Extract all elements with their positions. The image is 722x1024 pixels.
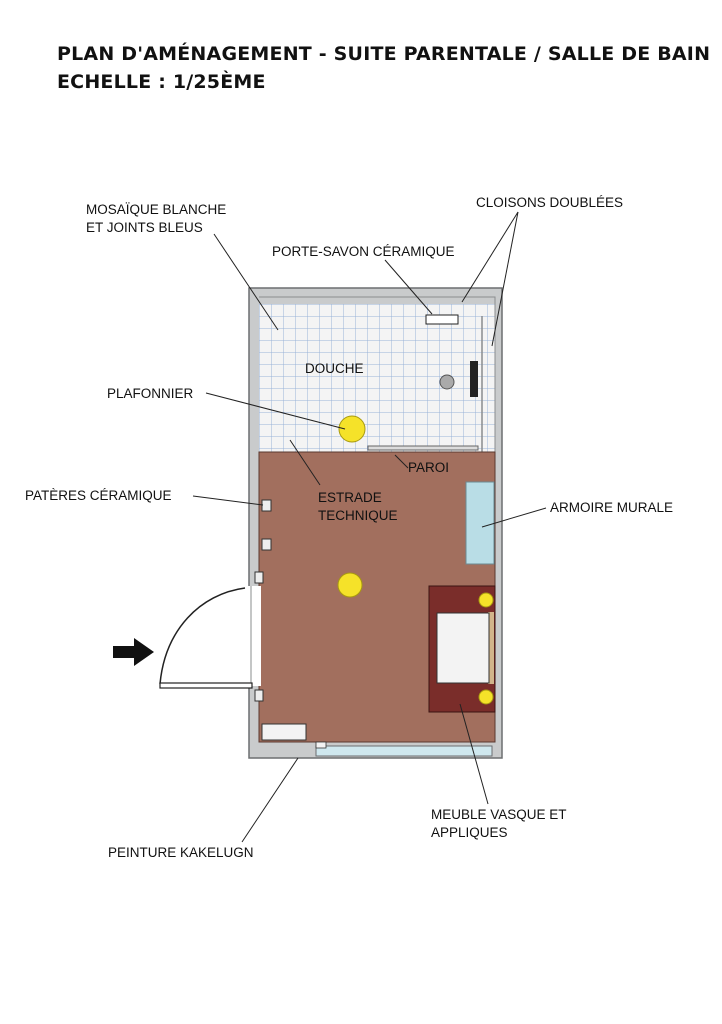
- hook-icon: [261, 499, 272, 512]
- wall-light-icon: [478, 592, 494, 608]
- label-douche: DOUCHE: [305, 361, 364, 376]
- label-mosaique-line1: MOSAÏQUE BLANCHE: [86, 202, 227, 217]
- soap-holder: [425, 314, 459, 325]
- shower-head-icon: [439, 374, 455, 390]
- washbasin: [436, 612, 490, 684]
- hook-icon: [254, 571, 264, 584]
- mirror-frame: [488, 612, 494, 684]
- ceiling-light-center-icon: [337, 572, 363, 598]
- radiator: [261, 723, 307, 741]
- plan-scale: ECHELLE : 1/25ÈME: [57, 71, 266, 93]
- hook-icon: [261, 538, 272, 551]
- glass-partition: [367, 445, 479, 451]
- label-porte-savon: PORTE-SAVON CÉRAMIQUE: [272, 244, 455, 259]
- door-swing: [159, 587, 246, 685]
- wall-light-icon: [478, 689, 494, 705]
- label-pateres: PATÈRES CÉRAMIQUE: [25, 488, 172, 503]
- door-leaf: [159, 682, 253, 689]
- label-meuble-line1: MEUBLE VASQUE ET: [431, 807, 567, 822]
- label-armoire: ARMOIRE MURALE: [550, 500, 674, 515]
- label-meuble-line2: APPLIQUES: [431, 825, 508, 840]
- ceiling-light-shower-icon: [338, 415, 366, 443]
- shower-mixer: [470, 361, 478, 397]
- label-mosaique-line2: ET JOINTS BLEUS: [86, 220, 203, 235]
- label-estrade-line2: TECHNIQUE: [318, 508, 398, 523]
- label-plafonnier: PLAFONNIER: [107, 386, 194, 401]
- hook-icon: [254, 689, 264, 702]
- label-cloisons: CLOISONS DOUBLÉES: [476, 195, 624, 210]
- shower-tiles: [259, 304, 495, 452]
- label-estrade-line1: ESTRADE: [318, 490, 382, 505]
- plan-title: PLAN D'AMÉNAGEMENT - SUITE PARENTALE / S…: [57, 43, 711, 65]
- wall-cabinet: [465, 481, 495, 565]
- entry-arrow-icon: [113, 638, 154, 666]
- window: [315, 745, 493, 757]
- leader-lines: [192, 211, 547, 843]
- label-peinture: PEINTURE KAKELUGN: [108, 845, 254, 860]
- label-paroi: PAROI: [408, 460, 450, 475]
